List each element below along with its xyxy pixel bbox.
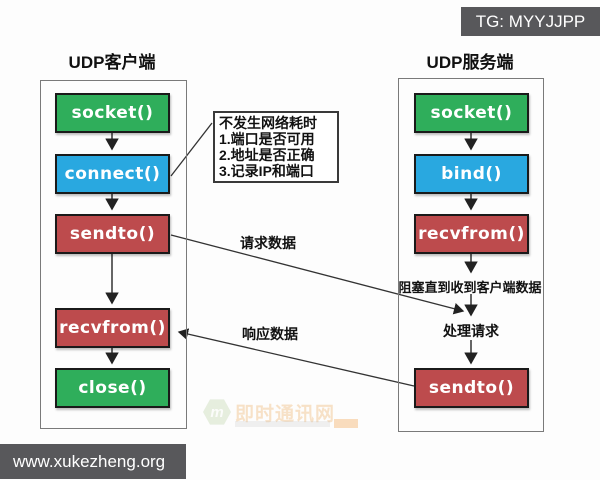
annotation-line: 不发生网络耗时: [219, 115, 317, 131]
client-step-sendto: sendto(): [55, 214, 170, 254]
watermark-tag-bar: [334, 419, 358, 428]
client-column-title: UDP客户端: [68, 53, 156, 72]
tg-badge: TG: MYYJJPP: [461, 7, 600, 36]
connect-annotation-box: 不发生网络耗时 1.端口是否可用 2.地址是否正确 3.记录IP和端口: [213, 111, 339, 183]
site-url-badge: www.xukezheng.org: [0, 444, 186, 479]
request-data-label: 请求数据: [240, 235, 296, 251]
watermark: m 即时通讯网: [203, 392, 363, 432]
server-column-title: UDP服务端: [426, 53, 514, 72]
annotation-line: 1.端口是否可用: [219, 131, 315, 147]
client-step-close: close(): [55, 368, 170, 408]
client-column-frame: [40, 80, 187, 429]
server-blocking-note: 阻塞直到收到客户端数据: [398, 280, 542, 295]
server-step-sendto: sendto(): [414, 368, 529, 408]
watermark-logo-icon: m: [203, 399, 231, 425]
client-step-socket: socket(): [55, 93, 170, 133]
server-process-note: 处理请求: [443, 323, 499, 339]
response-data-label: 响应数据: [242, 326, 298, 342]
server-step-bind: bind(): [414, 154, 529, 194]
server-column-frame: [398, 78, 544, 432]
server-step-recvfrom: recvfrom(): [414, 214, 529, 254]
client-step-connect: connect(): [55, 154, 170, 194]
annotation-line: 3.记录IP和端口: [219, 163, 314, 179]
watermark-text: 即时通讯网: [235, 403, 336, 425]
annotation-line: 2.地址是否正确: [219, 147, 315, 163]
server-step-socket: socket(): [414, 93, 529, 133]
client-step-recvfrom: recvfrom(): [55, 308, 170, 348]
watermark-subtext-bar: [235, 421, 330, 427]
